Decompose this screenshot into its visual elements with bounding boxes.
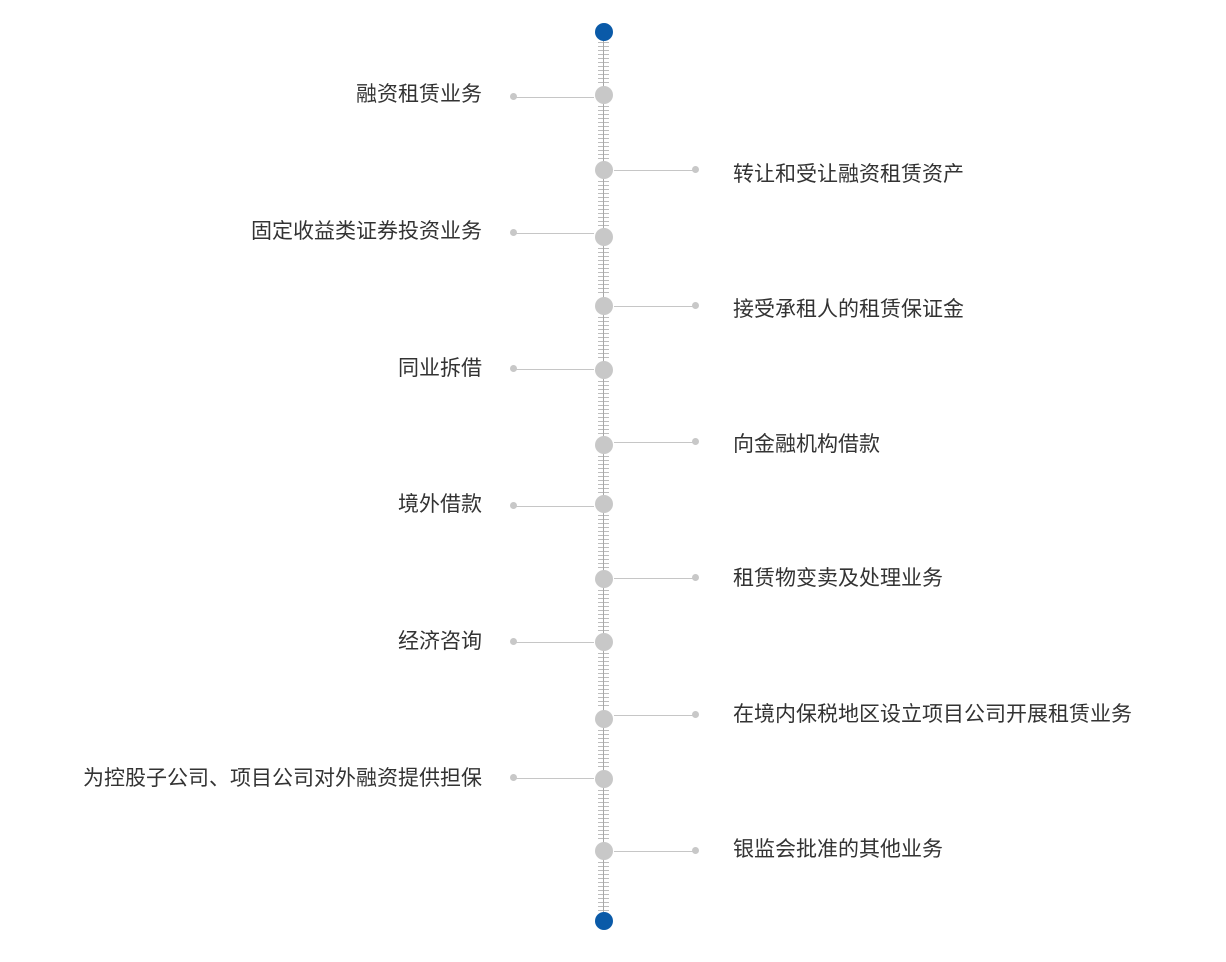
timeline-node xyxy=(595,770,613,788)
timeline-node xyxy=(595,633,613,651)
connector-line xyxy=(514,233,594,234)
connector-line xyxy=(614,170,696,171)
item-label: 租赁物变卖及处理业务 xyxy=(733,566,943,590)
connector-dot xyxy=(692,847,699,854)
timeline-node xyxy=(595,86,613,104)
connector-line xyxy=(514,369,594,370)
timeline-start-dot xyxy=(595,23,613,41)
connector-line xyxy=(614,306,696,307)
connector-dot xyxy=(510,229,517,236)
timeline-node xyxy=(595,161,613,179)
timeline-node xyxy=(595,570,613,588)
connector-line xyxy=(614,442,696,443)
item-label: 在境内保税地区设立项目公司开展租赁业务 xyxy=(733,702,1132,726)
timeline-node xyxy=(595,842,613,860)
spine-line xyxy=(603,40,604,912)
connector-dot xyxy=(510,93,517,100)
connector-line xyxy=(514,97,594,98)
connector-dot xyxy=(692,302,699,309)
item-label: 银监会批准的其他业务 xyxy=(733,837,943,861)
connector-dot xyxy=(510,638,517,645)
connector-dot xyxy=(510,502,517,509)
connector-dot xyxy=(692,711,699,718)
connector-line xyxy=(514,778,594,779)
connector-dot xyxy=(510,365,517,372)
connector-dot xyxy=(692,574,699,581)
connector-dot xyxy=(692,438,699,445)
item-label: 固定收益类证券投资业务 xyxy=(251,219,482,243)
timeline-node xyxy=(595,436,613,454)
timeline-node xyxy=(595,297,613,315)
item-label: 融资租赁业务 xyxy=(356,82,482,106)
timeline-node xyxy=(595,495,613,513)
connector-line xyxy=(514,506,594,507)
connector-line xyxy=(614,851,696,852)
connector-line xyxy=(614,578,696,579)
timeline-node xyxy=(595,228,613,246)
item-label: 转让和受让融资租赁资产 xyxy=(733,162,964,186)
connector-dot xyxy=(510,774,517,781)
connector-line xyxy=(514,642,594,643)
item-label: 接受承租人的租赁保证金 xyxy=(733,297,964,321)
connector-line xyxy=(614,715,696,716)
timeline-node xyxy=(595,710,613,728)
timeline-end-dot xyxy=(595,912,613,930)
item-label: 境外借款 xyxy=(398,492,482,516)
item-label: 经济咨询 xyxy=(398,629,482,653)
timeline-node xyxy=(595,361,613,379)
item-label: 为控股子公司、项目公司对外融资提供担保 xyxy=(83,766,482,790)
item-label: 向金融机构借款 xyxy=(733,432,880,456)
connector-dot xyxy=(692,166,699,173)
item-label: 同业拆借 xyxy=(398,356,482,380)
